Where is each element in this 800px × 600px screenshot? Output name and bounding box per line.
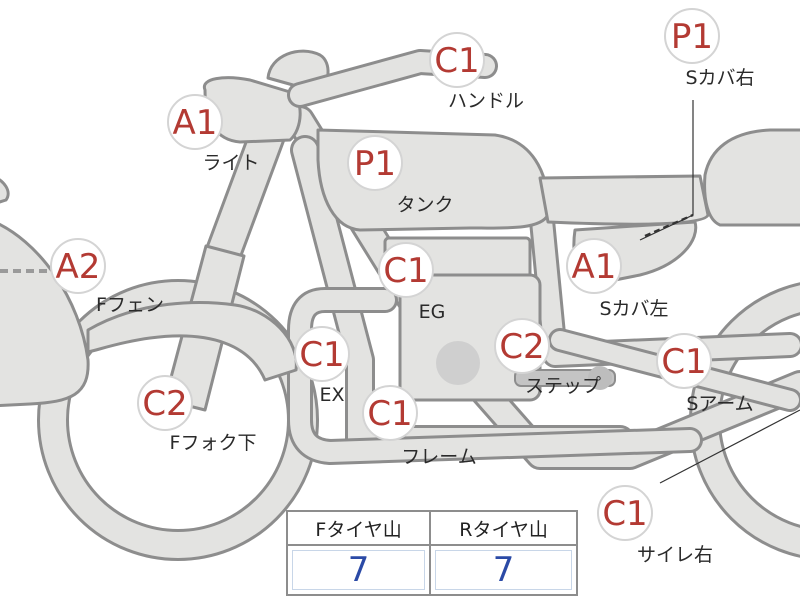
svg-text:ライト: ライト [202,152,259,174]
svg-text:Sカバ左: Sカバ左 [599,298,668,320]
badge-swing-arm: C1 Sアーム [656,333,754,415]
badge-front-fender: A2 Fフェン [50,238,164,316]
svg-text:C1: C1 [661,342,706,382]
svg-text:Fフォク下: Fフォク下 [170,432,257,454]
tire-table-header-row: Fタイヤ山 Rタイヤ山 [287,511,577,546]
svg-text:Sアーム: Sアーム [686,393,753,415]
svg-text:タンク: タンク [396,194,453,216]
badge-exhaust: C1 EX [294,326,350,406]
badge-silencer-right: C1 サイレ右 [597,485,713,566]
badge-step: C2 ステップ [494,318,601,397]
svg-text:A1: A1 [572,247,617,287]
svg-text:ステップ: ステップ [525,375,601,397]
tire-tread-table: Fタイヤ山 Rタイヤ山 7 7 [286,510,578,596]
seat [538,174,710,226]
badge-handle: C1 ハンドル [429,32,524,112]
front-tire-value: 7 [287,545,432,595]
leader-silencer [659,409,800,484]
badge-seat-cover-left: A1 Sカバ左 [566,238,669,320]
svg-text:A1: A1 [173,103,218,143]
badge-tank: P1 タンク [347,135,454,216]
badge-front-fork: C2 Fフォク下 [137,375,257,454]
exhaust-pipe [287,287,703,465]
svg-text:EG: EG [419,301,446,323]
svg-text:C1: C1 [367,394,412,434]
svg-text:ハンドル: ハンドル [448,90,524,112]
badge-light: A1 ライト [167,94,260,174]
badge-frame: C1 フレーム [362,385,477,468]
svg-text:Sカバ右: Sカバ右 [685,67,754,89]
badge-engine: C1 EG [378,242,446,323]
svg-text:C2: C2 [142,384,187,424]
svg-text:EX: EX [319,384,344,406]
svg-text:フレーム: フレーム [401,446,476,468]
svg-text:C1: C1 [434,41,479,81]
rear-tire-value-text: 7 [492,550,515,590]
step-bar [514,366,616,390]
fork-fender-bridge [86,301,298,382]
front-fender-shape [0,222,90,408]
svg-text:P1: P1 [671,17,713,57]
front-tire-value-text: 7 [347,550,370,590]
svg-text:A2: A2 [56,247,101,287]
seat-rear [703,128,800,227]
svg-text:C2: C2 [499,327,544,367]
front-fender-tip [0,178,10,204]
badge-seat-cover-right: P1 Sカバ右 [664,8,755,89]
rear-tire-value: 7 [430,545,577,595]
svg-text:Fフェン: Fフェン [96,294,164,316]
svg-text:C1: C1 [299,335,344,375]
rear-tire-header: Rタイヤ山 [430,511,577,546]
tire-table-value-row: 7 7 [287,545,577,595]
svg-text:C1: C1 [602,494,647,534]
svg-text:C1: C1 [383,251,428,291]
svg-text:サイレ右: サイレ右 [637,544,713,566]
svg-text:P1: P1 [354,144,396,184]
front-tire-header: Fタイヤ山 [287,511,432,546]
leader-sidecover-r-dash [644,213,694,238]
